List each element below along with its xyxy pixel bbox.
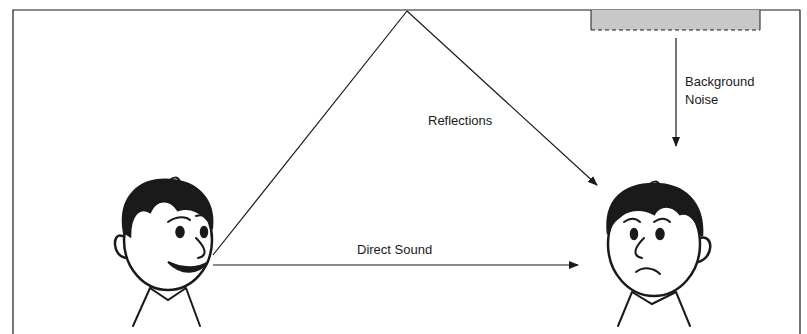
noise-source-dashed-edge bbox=[591, 30, 760, 31]
reflections-label: Reflections bbox=[428, 112, 492, 130]
noise-arrow bbox=[675, 38, 676, 146]
speaker-figure bbox=[115, 178, 212, 326]
noise-source bbox=[591, 10, 760, 30]
reflection-path bbox=[213, 11, 407, 255]
room-wall bbox=[13, 10, 800, 334]
direct-sound-arrow bbox=[213, 264, 578, 265]
noise-source-edge bbox=[591, 10, 760, 30]
noise-label: Background Noise bbox=[685, 73, 777, 109]
listener-figure bbox=[607, 182, 710, 326]
direct-sound-label: Direct Sound bbox=[357, 241, 432, 259]
reflection-arrow bbox=[407, 11, 597, 185]
